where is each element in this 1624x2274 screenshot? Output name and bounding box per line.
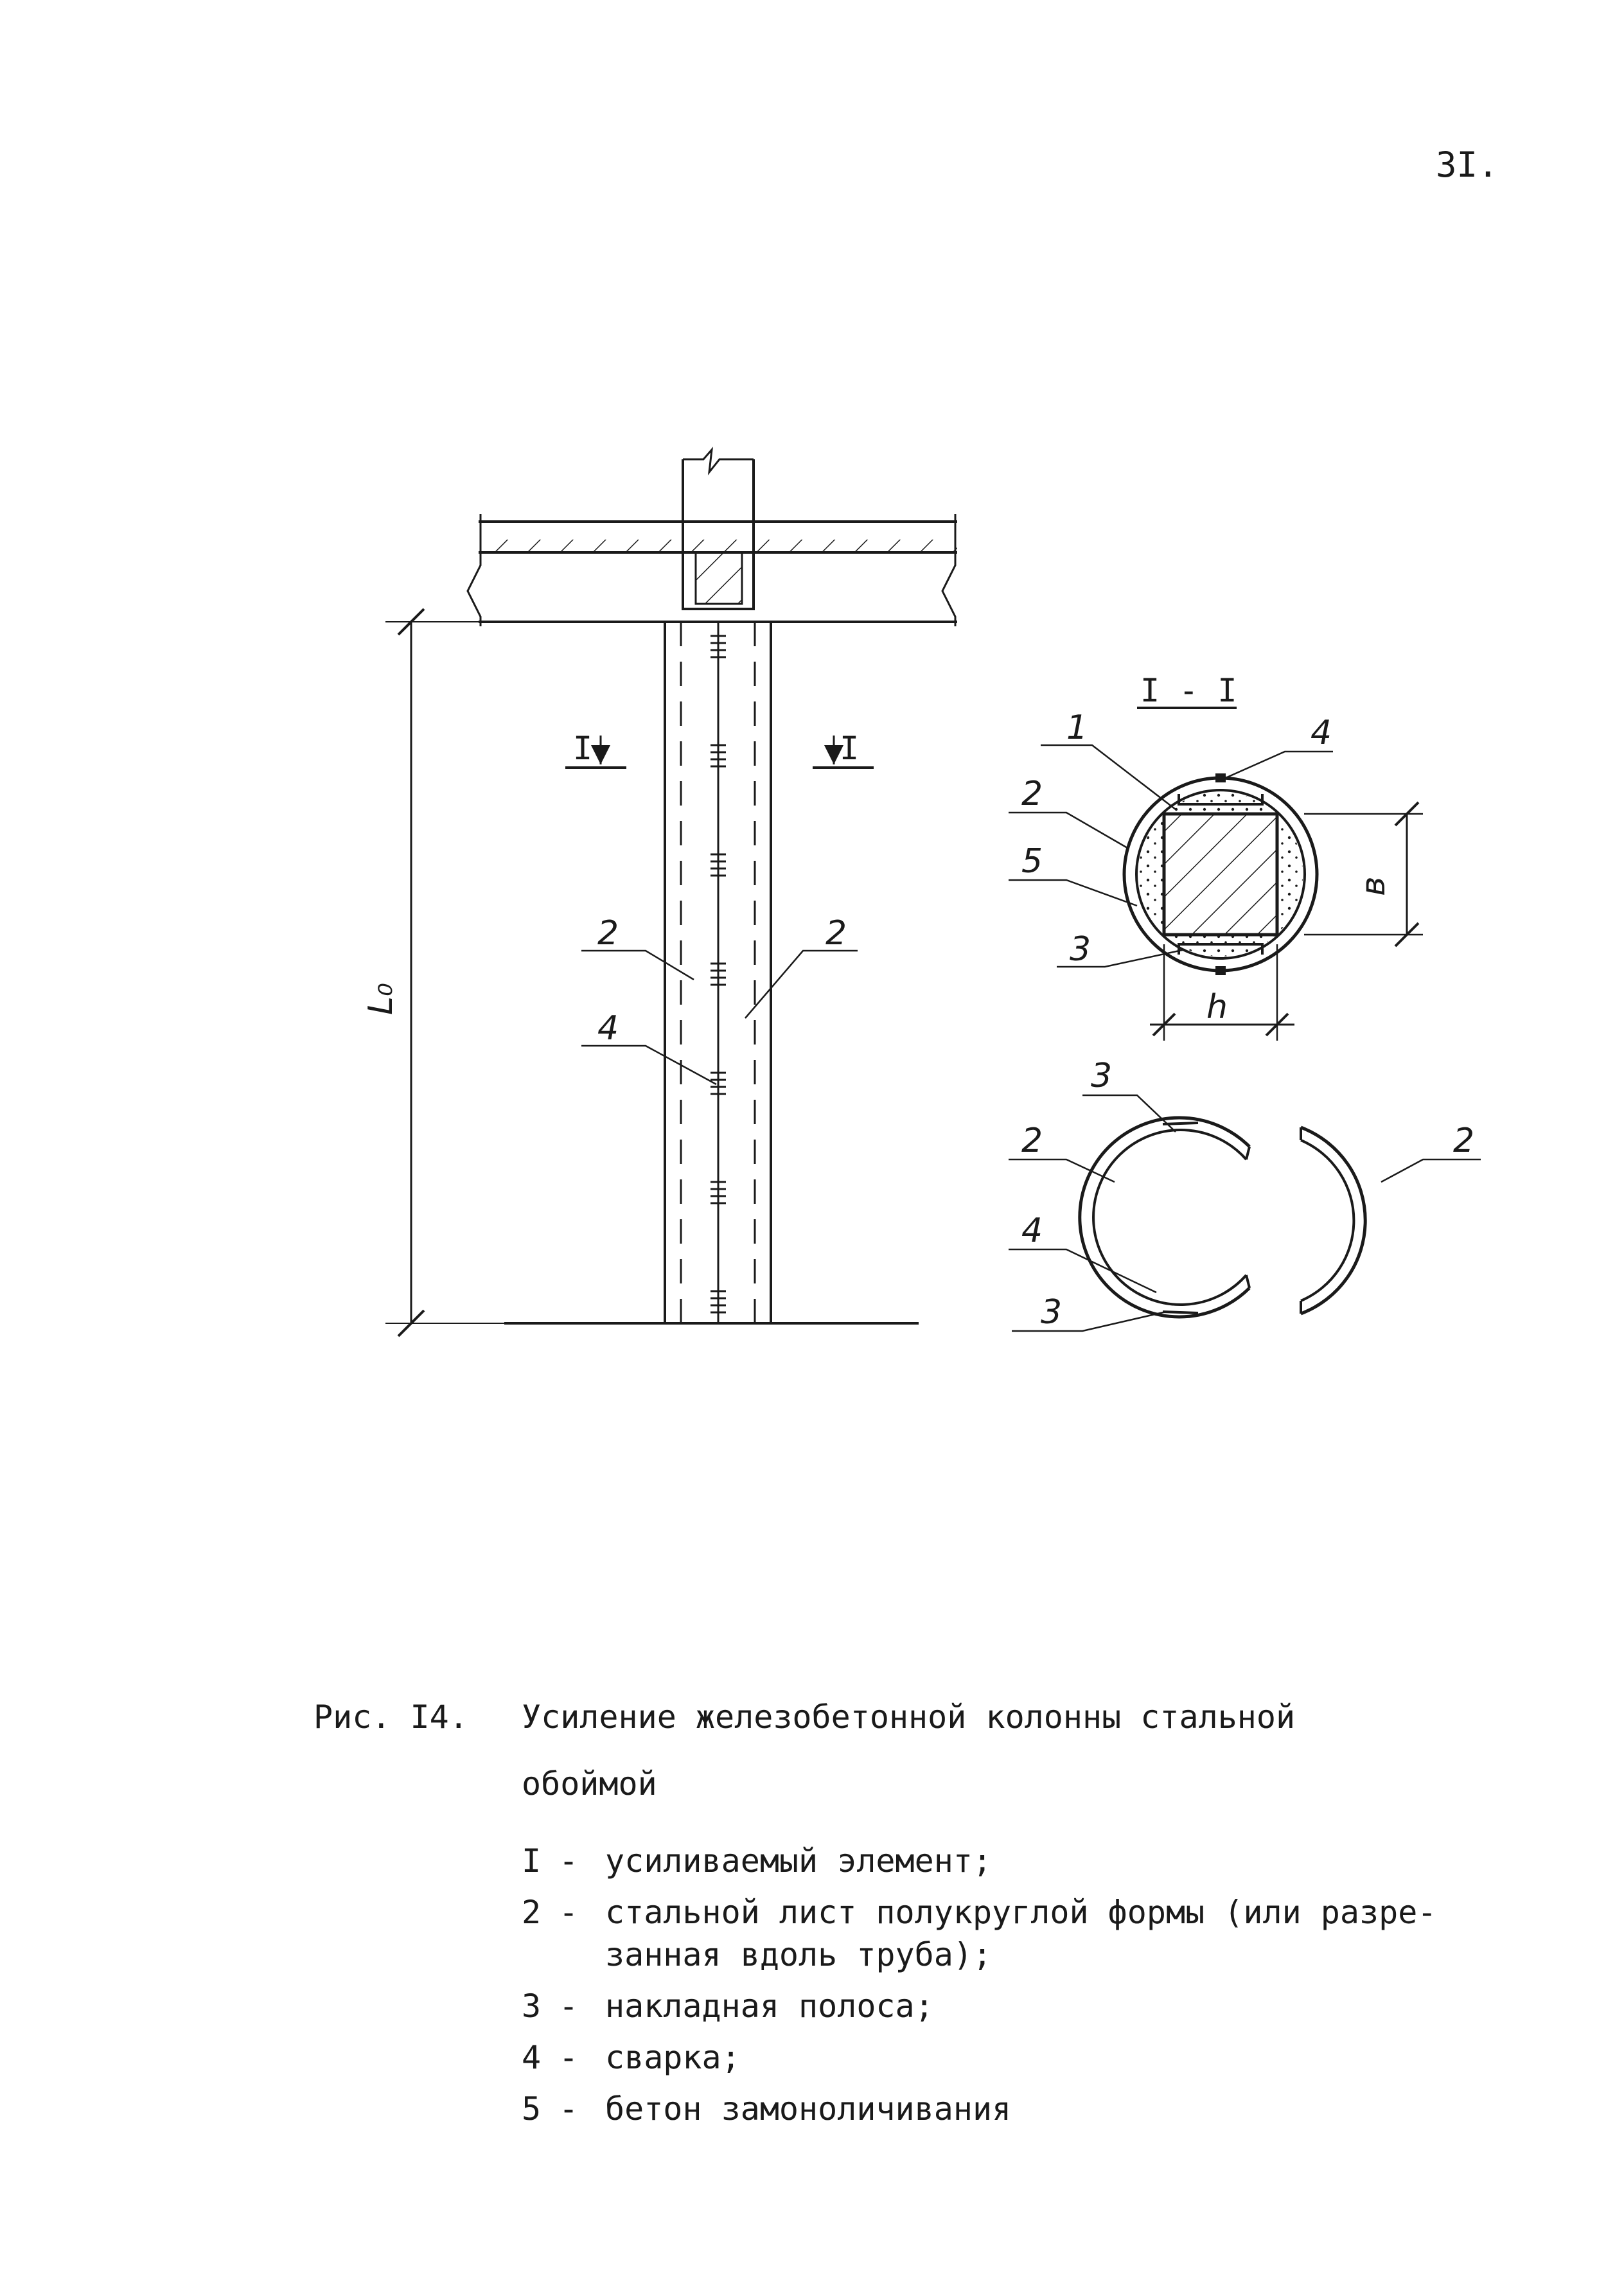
legend-dash: -: [559, 2090, 579, 2128]
dim-height-label: в: [1354, 876, 1393, 896]
elevation-callout-4: 4: [597, 1009, 619, 1048]
legend-dash: -: [559, 1988, 579, 2025]
legend-text: накладная полоса;: [605, 1988, 934, 2025]
legend-number: 3: [522, 1988, 542, 2025]
section-callout-5: 5: [1021, 842, 1043, 881]
section-callout-3: 3: [1070, 930, 1091, 969]
section-callout-4: 4: [1311, 714, 1332, 752]
legend-text: занная вдоль труба);: [605, 1936, 993, 1973]
section-mark-left: I: [573, 730, 592, 767]
legend-item-continuation: занная вдоль труба);: [522, 1936, 1436, 1988]
halves-callout-3-top: 3: [1091, 1057, 1112, 1095]
legend-text: сварка;: [605, 2039, 741, 2076]
legend-number: 4: [522, 2039, 542, 2076]
section-mark-right: I: [840, 730, 859, 767]
legend-text: бетон замоноличивания: [605, 2090, 1012, 2128]
halves-callout-2-right: 2: [1453, 1122, 1474, 1160]
legend-dash: -: [559, 2039, 579, 2076]
column-elevation: [385, 446, 957, 1337]
section-title: I - I: [1140, 672, 1237, 709]
legend-item: 4-сварка;: [522, 2039, 1436, 2090]
legend-number: I: [522, 1842, 542, 1880]
halves-callout-3-bottom: 3: [1041, 1293, 1062, 1332]
page-number: 3I.: [1436, 145, 1499, 185]
section-callout-1: 1: [1066, 709, 1088, 747]
legend-item: 2-стальной лист полукруглой формы (или р…: [522, 1894, 1436, 1936]
dim-width-label: h: [1206, 988, 1228, 1027]
legend-item: 3-накладная полоса;: [522, 1988, 1436, 2039]
legend-number: 5: [522, 2090, 542, 2128]
column-cross-section: [1009, 744, 1423, 1041]
legend-item: 5-бетон замоноличивания: [522, 2090, 1436, 2142]
caption-line-2: обоймой: [522, 1765, 657, 1802]
legend-number: 2: [522, 1894, 542, 1931]
legend-dash: -: [559, 1894, 579, 1931]
weld-marks: [710, 635, 726, 1314]
legend: I-усиливаемый элемент; 2-стальной лист п…: [522, 1842, 1436, 2142]
section-callout-2: 2: [1021, 775, 1043, 813]
length-label: L₀: [362, 983, 400, 1015]
elevation-callout-2-right: 2: [825, 914, 847, 953]
caption-line-1: Усиление железобетонной колонны стальной: [522, 1698, 1296, 1736]
legend-item: I-усиливаемый элемент;: [522, 1842, 1436, 1894]
legend-text: стальной лист полукруглой формы (или раз…: [605, 1894, 1437, 1931]
halves-callout-4: 4: [1021, 1212, 1043, 1250]
jacket-halves: [1009, 1094, 1481, 1332]
legend-text: усиливаемый элемент;: [605, 1842, 993, 1880]
elevation-callout-2-left: 2: [597, 914, 619, 953]
figure-label: Рис. I4.: [313, 1698, 468, 1736]
halves-callout-2-left: 2: [1021, 1122, 1043, 1160]
legend-dash: -: [559, 1842, 579, 1880]
